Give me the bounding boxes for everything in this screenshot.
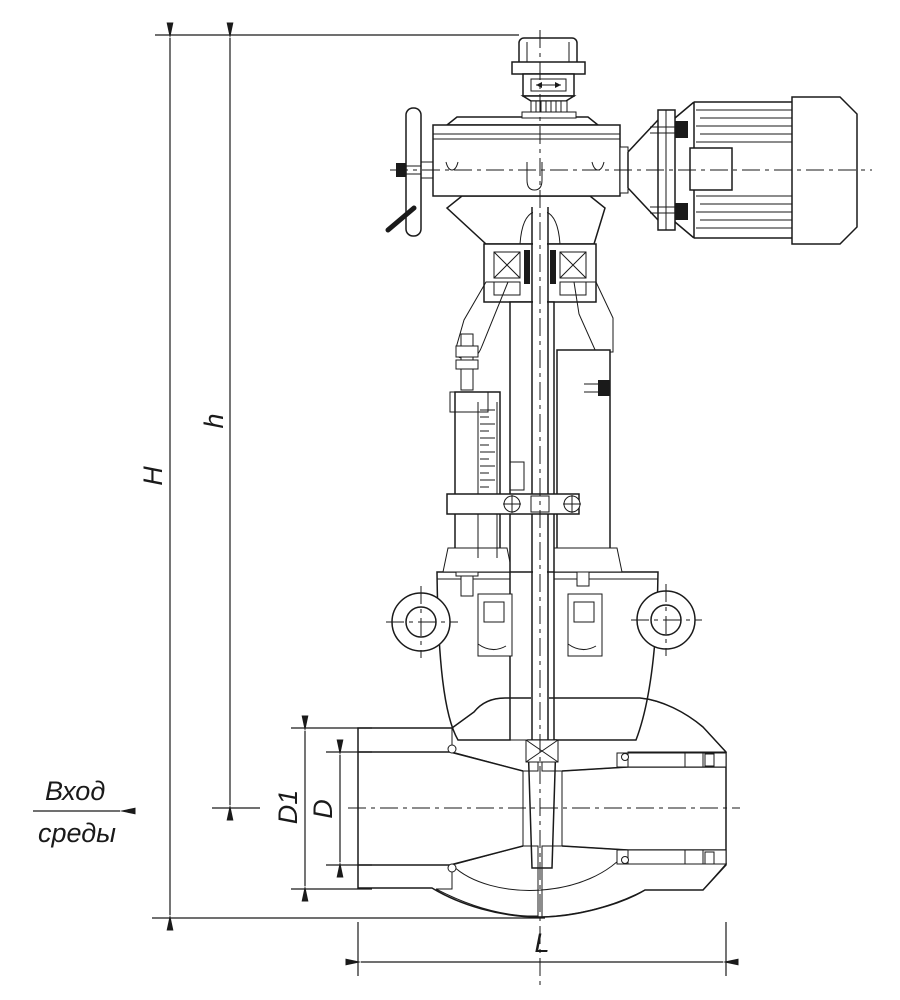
gearbox-housing (432, 124, 621, 197)
dimension-label-L: L (534, 928, 549, 958)
bonnet-wall-right (553, 571, 659, 741)
dimension-L: L (345, 928, 739, 966)
gate-wedge (525, 739, 559, 869)
dimension-h: h (199, 22, 234, 821)
outlet-liner (616, 752, 727, 865)
gate-pocket (451, 849, 629, 891)
body-section-bottom-right (541, 845, 728, 918)
handwheel-rim (405, 107, 422, 237)
manual-handwheel (385, 107, 433, 237)
dimension-label-D1: D1 (273, 790, 303, 825)
body-section-bottom-left (435, 845, 539, 917)
declutch-lever (385, 205, 417, 233)
dimension-label-H: H (138, 466, 168, 486)
flange-bolt-bottom (675, 203, 688, 220)
weld-mark-bottom (447, 863, 457, 873)
column-bolt (598, 380, 610, 396)
dimension-label-h: h (199, 413, 229, 428)
crosshead-indicator (446, 493, 581, 515)
motor-shaft-box (689, 147, 733, 191)
position-indicator-unit (511, 37, 586, 119)
reduction-gearbox (432, 116, 629, 197)
dimension-H: H (138, 22, 174, 931)
lifting-lug-left (386, 586, 458, 658)
centerlines (348, 30, 872, 988)
column-bracket (449, 391, 489, 413)
flange-bolt-top (675, 121, 688, 138)
body-section-top-left (451, 697, 539, 772)
dimension-D: D (308, 739, 344, 878)
yoke-arm-right (573, 281, 614, 353)
dimensions: H h D1 D L (138, 22, 739, 976)
flow-label-line1: Вход (45, 776, 105, 806)
flow-label: Вход среды (33, 776, 136, 848)
stem (531, 207, 549, 740)
weld-mark-top (447, 744, 457, 754)
flow-label-line2: среды (38, 818, 116, 848)
motor-end-cap (791, 96, 858, 245)
lifting-lug-right (631, 584, 702, 656)
dimension-label-D: D (308, 799, 338, 819)
dimension-D1: D1 (273, 715, 309, 902)
gland-assembly (477, 593, 603, 657)
motor-fins (696, 109, 792, 229)
